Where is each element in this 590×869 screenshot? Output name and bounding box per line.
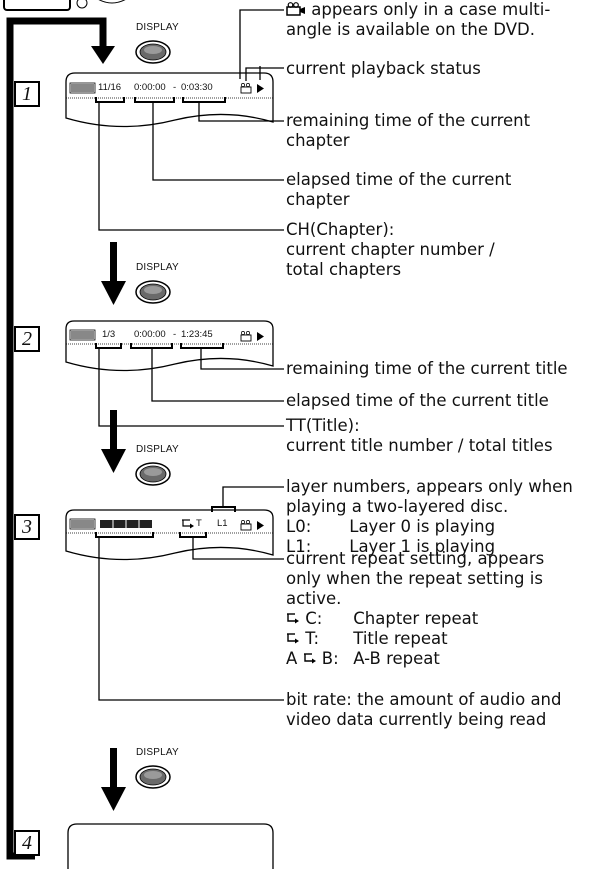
display-button-label-3: DISPLAY — [136, 444, 179, 455]
layer-item-l0: L0: Layer 0 is playing — [286, 517, 573, 537]
title-elapsed-note: elapsed time of the current title — [286, 391, 549, 411]
step-number-3: 3 — [14, 514, 40, 540]
angle-note-line-2: angle is available on the DVD. — [286, 20, 550, 40]
angle-note: appears only in a case multi- angle is a… — [286, 0, 550, 40]
repeat-icon — [286, 632, 300, 644]
step-number-4: 4 — [14, 830, 40, 856]
osd1-remaining: 0:03:30 — [181, 82, 213, 93]
display-button-1 — [136, 41, 170, 63]
repeat-icon — [303, 652, 317, 664]
angle-icon — [286, 2, 306, 16]
osd-screen-4 — [68, 824, 273, 869]
layer-note: layer numbers, appears only when playing… — [286, 477, 573, 557]
bitrate-note: bit rate: the amount of audio and video … — [286, 690, 561, 730]
repeat-item-ab: A B: A-B repeat — [286, 649, 544, 669]
repeat-note: current repeat setting, appears only whe… — [286, 549, 544, 669]
repeat-item-title: T: Title repeat — [286, 629, 544, 649]
down-arrow-3 — [101, 748, 126, 811]
osd-screen-3 — [66, 487, 284, 700]
osd1-elapsed: 0:00:00 — [134, 82, 166, 93]
osd2-remaining: 1:23:45 — [181, 329, 213, 340]
display-button-4 — [136, 766, 170, 788]
osd3-layer: L1 — [217, 518, 228, 529]
display-button-label-1: DISPLAY — [136, 22, 179, 33]
osd-screen-1 — [66, 10, 284, 230]
display-button-3 — [136, 463, 170, 485]
return-loop-line — [10, 21, 103, 856]
step-number-2: 2 — [14, 326, 40, 352]
angle-note-line-1: appears only in a case multi- — [311, 0, 550, 19]
osd3-repeat: T — [196, 518, 202, 529]
repeat-item-chapter: C: Chapter repeat — [286, 609, 544, 629]
title-number-note: TT(Title): current title number / total … — [286, 416, 553, 456]
down-arrow-1 — [101, 242, 126, 305]
repeat-icon — [286, 612, 300, 624]
display-button-2 — [136, 281, 170, 303]
osd2-elapsed: 0:00:00 — [134, 329, 166, 340]
osd1-chapter: 11/16 — [98, 82, 121, 93]
down-arrow-2 — [101, 410, 126, 473]
display-button-label-2: DISPLAY — [136, 262, 179, 273]
display-button-label-4: DISPLAY — [136, 747, 179, 758]
top-fragment — [4, 0, 128, 10]
return-loop-arrowhead — [91, 46, 115, 64]
step-number-1: 1 — [14, 81, 40, 107]
osd2-title: 1/3 — [102, 329, 115, 340]
chapter-elapsed-note: elapsed time of the current chapter — [286, 170, 511, 210]
title-remaining-note: remaining time of the current title — [286, 359, 568, 379]
chapter-number-note: CH(Chapter): current chapter number / to… — [286, 220, 495, 280]
chapter-remaining-note: remaining time of the current chapter — [286, 111, 530, 151]
playback-status-note: current playback status — [286, 59, 481, 79]
